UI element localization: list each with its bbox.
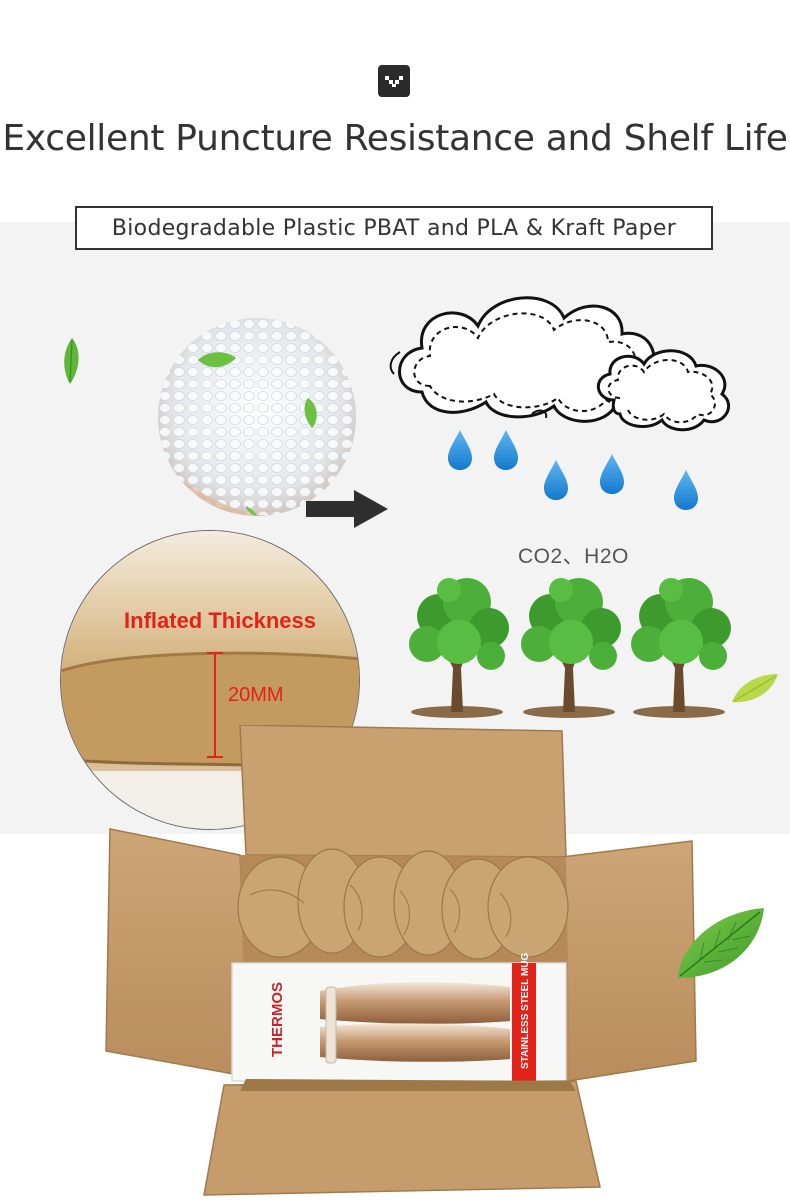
- packed-box-image: STAINLESS STEEL MUG THERMOS: [105, 725, 697, 1196]
- leaf-icon: [64, 338, 79, 384]
- thickness-label: Inflated Thickness: [124, 608, 316, 633]
- material-label-box: Biodegradable Plastic PBAT and PLA & Kra…: [75, 206, 713, 250]
- package-type-label: STAINLESS STEEL MUG: [520, 952, 531, 1069]
- water-drop-icon: [448, 430, 698, 510]
- leaf-icon: [678, 908, 764, 978]
- chevron-down-icon: [378, 65, 410, 97]
- package-brand-label: THERMOS: [269, 982, 286, 1057]
- decomposition-label: CO2、H2O: [518, 545, 629, 568]
- tree-icon: [409, 578, 731, 718]
- thickness-value: 20MM: [228, 684, 284, 706]
- page-title: Excellent Puncture Resistance and Shelf …: [2, 118, 788, 159]
- material-label: Biodegradable Plastic PBAT and PLA & Kra…: [111, 215, 677, 241]
- arrow-right-icon: [306, 490, 388, 528]
- leaf-icon: [732, 674, 778, 703]
- plastic-pellets-image: [158, 318, 356, 516]
- cloud-icon: [389, 296, 730, 432]
